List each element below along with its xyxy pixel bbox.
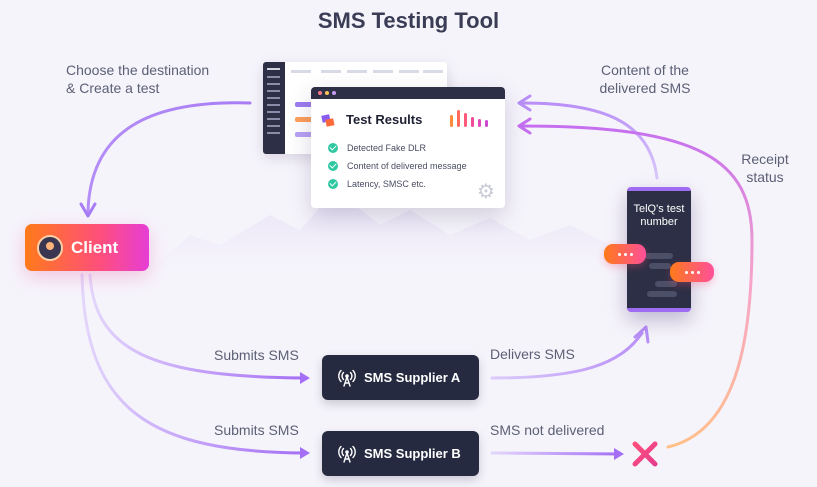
submits-sms-b-label: Submits SMS xyxy=(214,422,299,438)
phone-title-line2: number xyxy=(640,216,678,228)
content-delivered-label: Content of the delivered SMS xyxy=(570,61,720,97)
choose-destination-line2: & Create a test xyxy=(66,80,160,96)
receipt-status-line2: status xyxy=(746,169,784,185)
page-title: SMS Testing Tool xyxy=(317,8,500,33)
client-node: Client xyxy=(25,224,149,271)
test-results-title: Test Results xyxy=(346,112,423,127)
delivers-sms-label: Delivers SMS xyxy=(490,346,575,362)
sms-not-delivered-label: SMS not delivered xyxy=(490,422,605,438)
client-label: Client xyxy=(71,237,119,257)
sms-supplier-a: SMS Supplier A xyxy=(322,355,479,400)
check-circle-icon xyxy=(328,143,338,153)
supplier-b-label: SMS Supplier B xyxy=(364,446,461,461)
choose-destination-label: Choose the destination & Create a test xyxy=(66,61,266,97)
background-mountains xyxy=(150,190,650,270)
test-results-card: Test Results Detected Fake DLR Content o… xyxy=(311,87,505,208)
content-delivered-line1: Content of the xyxy=(601,62,689,78)
result-item: Latency, SMSC etc. xyxy=(347,179,426,189)
chat-bubble-icon xyxy=(604,244,646,264)
x-mark-icon xyxy=(632,441,658,467)
chat-bubble-icon xyxy=(670,262,714,282)
telq-logo-icon xyxy=(321,114,335,127)
check-circle-icon xyxy=(328,161,338,171)
sms-supplier-b: SMS Supplier B xyxy=(322,431,479,476)
check-circle-icon xyxy=(328,179,338,189)
submits-sms-a-label: Submits SMS xyxy=(214,347,299,363)
user-avatar-icon xyxy=(37,234,63,261)
bar-chart-icon xyxy=(450,110,488,127)
result-item: Content of delivered message xyxy=(347,161,467,171)
result-item: Detected Fake DLR xyxy=(347,143,427,153)
antenna-icon xyxy=(338,369,356,387)
choose-destination-line1: Choose the destination xyxy=(66,62,210,78)
gear-icon: ⚙ xyxy=(477,181,495,203)
receipt-status-label: Receipt status xyxy=(730,150,800,186)
phone-title-line1: TelQ's test xyxy=(633,203,685,215)
receipt-status-line1: Receipt xyxy=(741,151,789,167)
supplier-a-label: SMS Supplier A xyxy=(364,370,461,385)
antenna-icon xyxy=(338,445,356,463)
window-titlebar xyxy=(311,87,505,99)
content-delivered-line2: delivered SMS xyxy=(599,80,691,96)
dashboard-sidebar xyxy=(263,62,285,154)
phone-title: TelQ's test number xyxy=(627,203,691,229)
